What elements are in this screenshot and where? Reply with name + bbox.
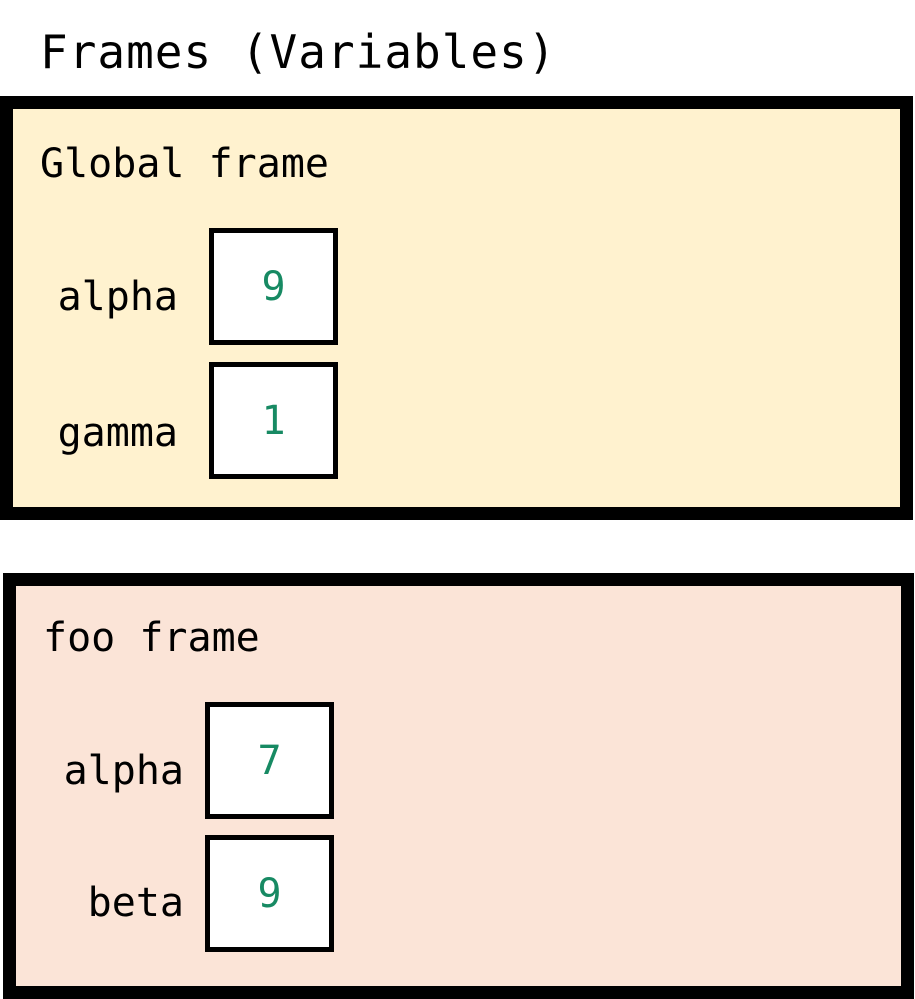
variable-value: 1 [261,397,286,444]
frame-title: Global frame [40,141,329,187]
variable-value-box: 1 [209,362,338,479]
variable-value: 7 [257,737,282,784]
foo-frame: foo frame alpha 7 beta 9 [3,573,914,999]
variable-value-box: 7 [205,702,334,819]
variable-name: beta [87,880,184,926]
diagram-title: Frames (Variables) [40,25,557,79]
variable-name: alpha [63,748,184,794]
frame-title: foo frame [43,615,260,661]
variable-value-box: 9 [209,228,338,345]
variable-value-box: 9 [205,835,334,952]
variable-value: 9 [257,870,282,917]
variable-name: gamma [57,410,178,456]
variable-name: alpha [57,274,178,320]
variable-value: 9 [261,263,286,310]
global-frame: Global frame alpha 9 gamma 1 [0,96,913,520]
